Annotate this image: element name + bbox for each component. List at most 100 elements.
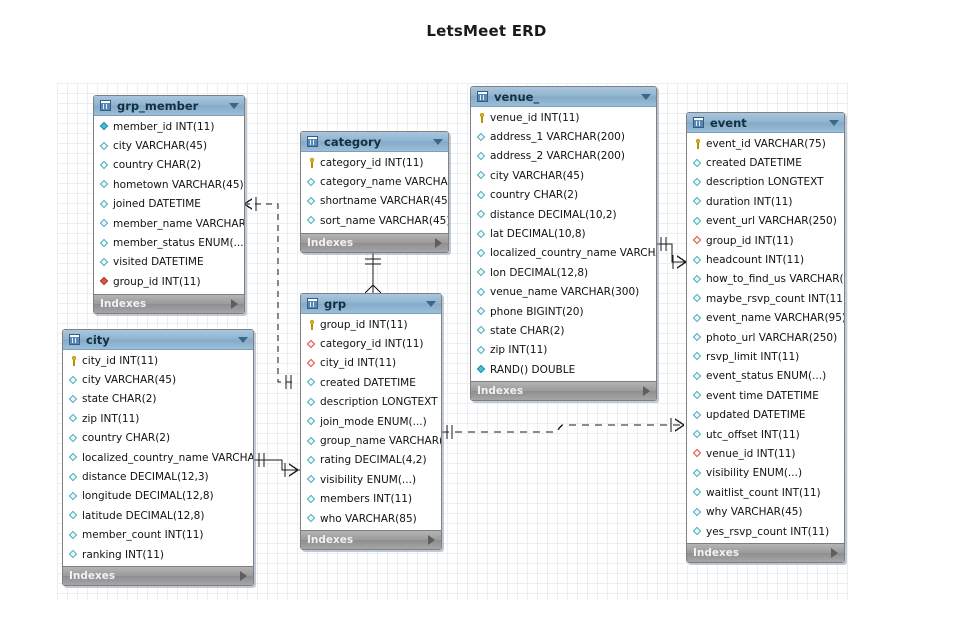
column-row[interactable]: category_id INT(11) (301, 153, 448, 172)
column-row[interactable]: member_status ENUM(...) (94, 233, 244, 252)
column-row[interactable]: longitude DECIMAL(12,8) (63, 487, 253, 506)
table-header-event[interactable]: event (687, 113, 844, 133)
column-row[interactable]: event_status ENUM(...) (687, 367, 844, 386)
column-row[interactable]: shortname VARCHAR(45) (301, 192, 448, 211)
column-row[interactable]: group_id INT(11) (687, 231, 844, 250)
table-header-grp[interactable]: grp (301, 294, 441, 314)
chevron-right-icon[interactable] (428, 535, 435, 546)
column-row[interactable]: country CHAR(2) (63, 429, 253, 448)
chevron-right-icon[interactable] (240, 571, 247, 582)
chevron-right-icon[interactable] (831, 548, 838, 559)
column-row[interactable]: city VARCHAR(45) (94, 136, 244, 155)
column-row[interactable]: utc_offset INT(11) (687, 425, 844, 444)
column-row[interactable]: country CHAR(2) (94, 156, 244, 175)
column-row[interactable]: description LONGTEXT (687, 173, 844, 192)
chevron-right-icon[interactable] (643, 386, 650, 397)
chevron-right-icon[interactable] (231, 298, 238, 309)
table-venue_[interactable]: venue_venue_id INT(11)address_1 VARCHAR(… (470, 86, 657, 402)
column-row[interactable]: yes_rsvp_count INT(11) (687, 522, 844, 541)
column-row[interactable]: localized_country_name VARCHAR(45) (63, 448, 253, 467)
column-row[interactable]: state CHAR(2) (471, 321, 656, 340)
column-row[interactable]: lat DECIMAL(10,8) (471, 224, 656, 243)
chevron-down-icon[interactable] (426, 300, 436, 307)
column-row[interactable]: address_1 VARCHAR(200) (471, 127, 656, 146)
indexes-section-venue_[interactable]: Indexes (471, 381, 656, 401)
column-row[interactable]: joined DATETIME (94, 195, 244, 214)
table-header-city[interactable]: city (63, 330, 253, 350)
column-row[interactable]: member_count INT(11) (63, 526, 253, 545)
chevron-down-icon[interactable] (829, 119, 839, 126)
indexes-section-category[interactable]: Indexes (301, 232, 448, 252)
table-header-venue_[interactable]: venue_ (471, 87, 656, 107)
column-row[interactable]: hometown VARCHAR(45) (94, 175, 244, 194)
indexes-section-event[interactable]: Indexes (687, 543, 844, 563)
column-row[interactable]: city VARCHAR(45) (471, 166, 656, 185)
column-row[interactable]: latitude DECIMAL(12,8) (63, 506, 253, 525)
column-row[interactable]: who VARCHAR(85) (301, 509, 441, 528)
column-row[interactable]: phone BIGINT(20) (471, 302, 656, 321)
indexes-section-city[interactable]: Indexes (63, 566, 253, 586)
column-row[interactable]: members INT(11) (301, 490, 441, 509)
table-header-grp_member[interactable]: grp_member (94, 96, 244, 116)
column-row[interactable]: created DATETIME (687, 153, 844, 172)
column-row[interactable]: zip INT(11) (471, 341, 656, 360)
column-row[interactable]: waitlist_count INT(11) (687, 483, 844, 502)
column-row[interactable]: city_id INT(11) (63, 351, 253, 370)
chevron-down-icon[interactable] (229, 102, 239, 109)
column-row[interactable]: zip INT(11) (63, 409, 253, 428)
column-row[interactable]: member_name VARCHAR(45) (94, 214, 244, 233)
column-row[interactable]: headcount INT(11) (687, 250, 844, 269)
column-row[interactable]: RAND() DOUBLE (471, 360, 656, 379)
chevron-down-icon[interactable] (433, 138, 443, 145)
column-row[interactable]: distance DECIMAL(10,2) (471, 205, 656, 224)
column-row[interactable]: address_2 VARCHAR(200) (471, 147, 656, 166)
column-row[interactable]: venue_id INT(11) (687, 444, 844, 463)
column-row[interactable]: distance DECIMAL(12,3) (63, 467, 253, 486)
column-row[interactable]: event_id VARCHAR(75) (687, 134, 844, 153)
column-row[interactable]: visibility ENUM(...) (301, 470, 441, 489)
column-row[interactable]: state CHAR(2) (63, 390, 253, 409)
column-row[interactable]: duration INT(11) (687, 192, 844, 211)
column-row[interactable]: created DATETIME (301, 373, 441, 392)
indexes-section-grp[interactable]: Indexes (301, 530, 441, 550)
column-row[interactable]: maybe_rsvp_count INT(11) (687, 289, 844, 308)
column-row[interactable]: event time DATETIME (687, 386, 844, 405)
column-row[interactable]: category_id INT(11) (301, 334, 441, 353)
column-row[interactable]: sort_name VARCHAR(45) (301, 211, 448, 230)
column-row[interactable]: description LONGTEXT (301, 393, 441, 412)
column-row[interactable]: rsvp_limit INT(11) (687, 347, 844, 366)
column-row[interactable]: lon DECIMAL(12,8) (471, 263, 656, 282)
table-header-category[interactable]: category (301, 132, 448, 152)
column-row[interactable]: country CHAR(2) (471, 186, 656, 205)
column-row[interactable]: rating DECIMAL(4,2) (301, 451, 441, 470)
column-row[interactable]: venue_name VARCHAR(300) (471, 283, 656, 302)
column-row[interactable]: localized_country_name VARCHAR(45) (471, 244, 656, 263)
column-row[interactable]: venue_id INT(11) (471, 108, 656, 127)
column-row[interactable]: updated DATETIME (687, 405, 844, 424)
column-row[interactable]: group_name VARCHAR(150) (301, 431, 441, 450)
chevron-down-icon[interactable] (238, 336, 248, 343)
column-row[interactable]: photo_url VARCHAR(250) (687, 328, 844, 347)
column-row[interactable]: category_name VARCHAR(45) (301, 172, 448, 191)
column-row[interactable]: why VARCHAR(45) (687, 502, 844, 521)
chevron-right-icon[interactable] (435, 237, 442, 248)
column-row[interactable]: city VARCHAR(45) (63, 370, 253, 389)
chevron-down-icon[interactable] (641, 93, 651, 100)
column-row[interactable]: event_url VARCHAR(250) (687, 212, 844, 231)
indexes-section-grp_member[interactable]: Indexes (94, 293, 244, 313)
column-row[interactable]: ranking INT(11) (63, 545, 253, 564)
column-row[interactable]: group_id INT(11) (94, 272, 244, 291)
column-row[interactable]: group_id INT(11) (301, 315, 441, 334)
column-row[interactable]: visited DATETIME (94, 253, 244, 272)
column-row[interactable]: how_to_find_us VARCHAR(250) (687, 270, 844, 289)
column-row[interactable]: join_mode ENUM(...) (301, 412, 441, 431)
column-row[interactable]: visibility ENUM(...) (687, 464, 844, 483)
column-row[interactable]: event_name VARCHAR(95) (687, 309, 844, 328)
column-row[interactable]: member_id INT(11) (94, 117, 244, 136)
column-row[interactable]: city_id INT(11) (301, 354, 441, 373)
